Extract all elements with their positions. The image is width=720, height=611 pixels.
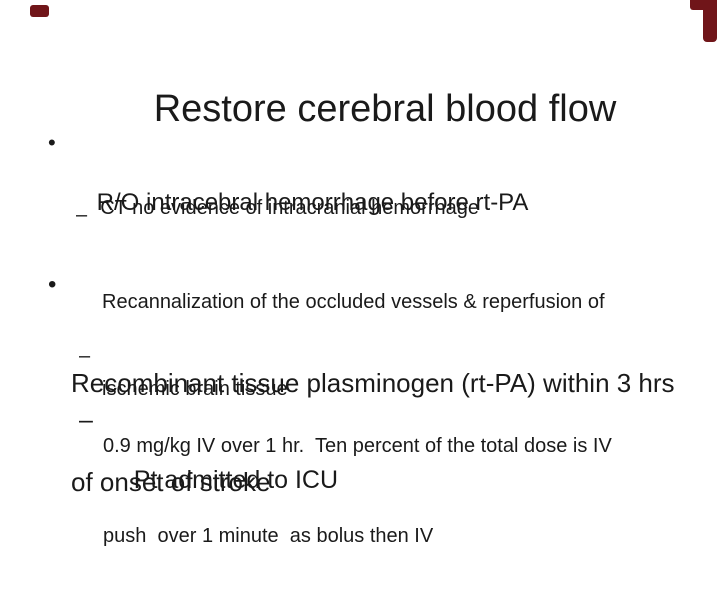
sub-item-ct-text: CT no evidence of intracranial hemorrhag…: [100, 197, 479, 219]
dash-item-dose-line-1: 0.9 mg/kg IV over 1 hr. Ten percent of t…: [103, 435, 612, 457]
dash-item-recannalization-line-1: Recannalization of the occluded vessels …: [102, 291, 605, 313]
bullet-item-2: • Recombinant tissue plasminogen (rt-PA)…: [48, 268, 675, 565]
bullet-item-2-line-1: Recombinant tissue plasminogen (rt-PA) w…: [71, 368, 675, 398]
corner-decoration-top-left: [30, 5, 49, 17]
dash-item-recannalization: – Recannalization of the occluded vessel…: [76, 201, 605, 462]
dash-icon: –: [76, 204, 88, 226]
bullet-item-1-text: R/O intracebral hemorrhage before rt-PA: [96, 189, 529, 216]
bullet-item-1: • R/O intracebral hemorrhage before rt-P…: [48, 128, 529, 248]
dash-item-dose: – 0.9 mg/kg IV over 1 hr. Ten percent of…: [79, 341, 612, 611]
bullet-item-2-line-2: of onset of stroke: [71, 467, 271, 497]
bullet-icon: •: [48, 130, 56, 155]
corner-decoration-top-right-vertical: [703, 0, 717, 42]
sub-item-ct: CT no evidence of intracranial hemorrhag…: [78, 169, 479, 247]
dash-item-icu-text: Pt admitted to ICU: [133, 466, 339, 494]
dash-item-recannalization-line-2: ischemic brain tissue: [102, 378, 288, 400]
bullet-icon: •: [48, 271, 57, 298]
corner-decoration-top-right-horizontal: [690, 0, 717, 10]
slide-canvas: Restore cerebral blood flow • R/O intrac…: [30, 0, 717, 547]
slide-title: Restore cerebral blood flow: [153, 88, 617, 130]
dash-item-dose-line-2: push over 1 minute as bolus then IV: [103, 525, 434, 547]
dash-icon: –: [79, 406, 93, 434]
dash-icon: –: [79, 345, 91, 367]
dash-item-icu: – Pt admitted to ICU: [79, 405, 339, 525]
